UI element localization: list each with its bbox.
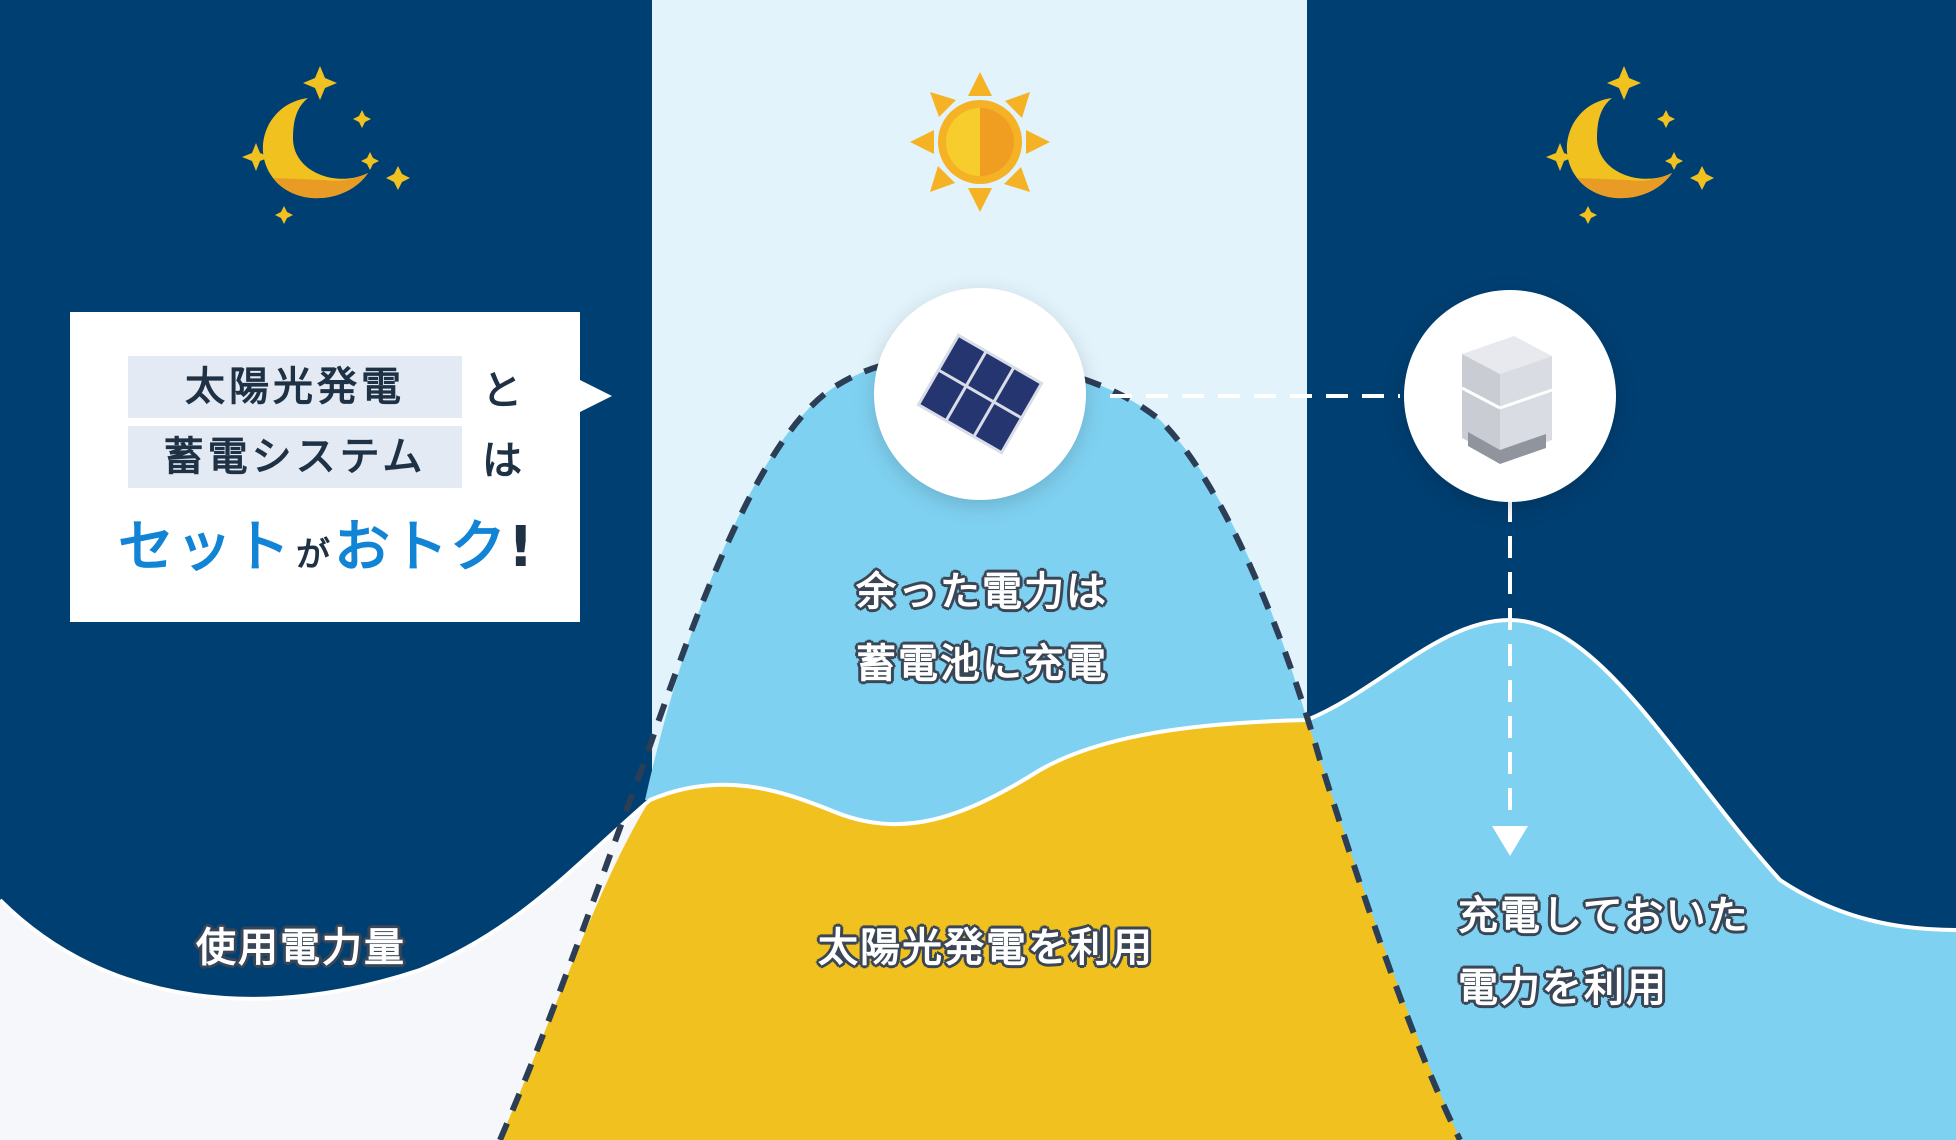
callout-row-1: 太陽光発電 と [128,356,522,418]
surplus-label-line1: 余った電力は [856,569,1108,615]
usage-label: 使用電力量 [196,912,406,984]
moon-stars-icon [242,66,410,224]
surplus-area [645,355,1307,825]
highlight-solar: 太陽光発電 [128,356,462,418]
usage-label-text: 使用電力量 [196,925,406,971]
solar-use-label: 太陽光発電を利用 [818,912,1154,984]
sun-icon [910,72,1050,212]
stored-power-area [1307,620,1956,1140]
discharge-arrow-head [1492,826,1528,856]
tagline: セットがおトク! [118,502,534,583]
surplus-label: 余った電力は 蓄電池に充電 [856,556,1108,700]
promo-callout: 太陽光発電 と 蓄電システム は セットがおトク! [70,312,612,622]
particle-to: と [482,368,522,414]
surplus-label-line2: 蓄電池に充電 [856,641,1108,687]
callout-row-2: 蓄電システム は [128,426,522,488]
solar-use-area [500,720,1460,1140]
callout-tail [580,380,612,412]
stored-power-label-line2: 電力を利用 [1458,965,1668,1011]
tagline-exclamation: ! [508,515,534,580]
moon-stars-icon [1546,66,1714,224]
stored-power-label-line1: 充電しておいた [1458,893,1750,939]
storage-battery-icon [1404,290,1616,502]
stored-power-label: 充電しておいた 電力を利用 [1458,880,1750,1024]
tagline-otoku: おトク [334,515,508,580]
usage-curve-line [0,617,1956,1001]
tagline-ga: が [296,535,330,575]
solar-use-label-text: 太陽光発電を利用 [818,925,1154,971]
particle-wa: は [482,438,522,484]
solar-panel-icon [874,288,1086,500]
highlight-storage: 蓄電システム [128,426,462,488]
tagline-set: セット [118,515,292,580]
